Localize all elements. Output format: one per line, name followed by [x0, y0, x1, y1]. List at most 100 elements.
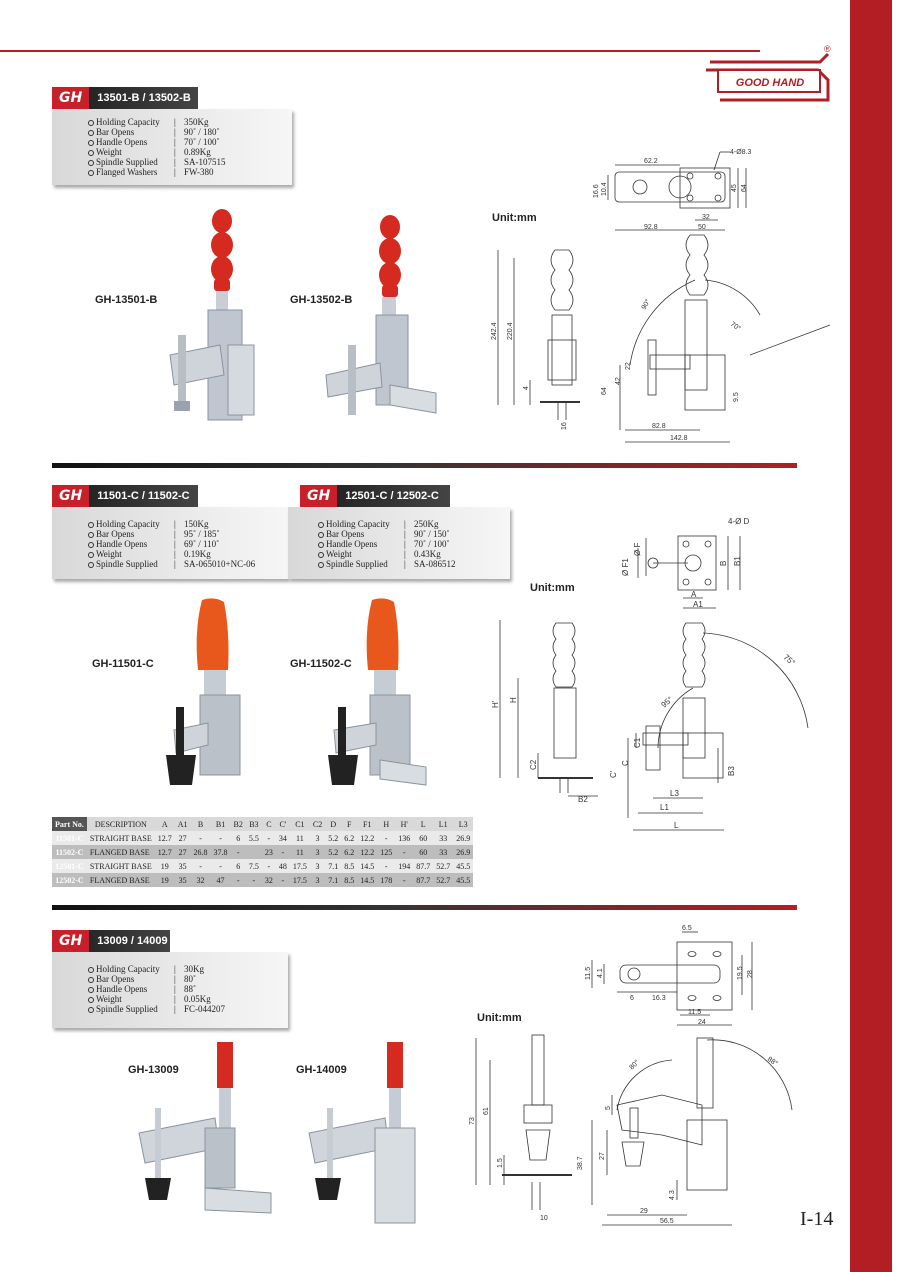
model-label-14009: GH-14009 [296, 1064, 347, 1076]
svg-text:4-Ø8.3: 4-Ø8.3 [730, 149, 752, 156]
svg-text:73: 73 [469, 1117, 476, 1125]
svg-text:42: 42 [615, 377, 622, 385]
unit-label-s2: Unit:mm [530, 582, 575, 594]
svg-text:11.5: 11.5 [585, 967, 592, 980]
svg-text:C1: C1 [633, 737, 642, 748]
svg-text:28: 28 [747, 970, 754, 978]
svg-text:C2: C2 [529, 759, 538, 770]
technical-drawing-s2: 4-Ø D Ø F1 Ø F B B1 A A1 H' H C2 B2 [488, 508, 840, 838]
model-label-13009: GH-13009 [128, 1064, 179, 1076]
section3-title-tab: GH 13009 / 14009 [52, 930, 170, 952]
svg-text:19.5: 19.5 [737, 966, 744, 980]
svg-text:10.4: 10.4 [601, 182, 608, 196]
svg-text:95°: 95° [660, 695, 675, 710]
svg-text:B1: B1 [733, 556, 742, 566]
section2b-specs: Holding Capacity|250Kg Bar Opens|90˚ / 1… [288, 507, 510, 579]
svg-text:L3: L3 [670, 789, 679, 798]
svg-text:64: 64 [741, 184, 748, 192]
svg-text:82.8: 82.8 [652, 423, 666, 430]
svg-text:29: 29 [640, 1208, 648, 1215]
svg-text:16.6: 16.6 [593, 184, 600, 198]
svg-text:H': H' [491, 700, 500, 708]
svg-text:24: 24 [698, 1019, 706, 1026]
section2b-title-tab: GH 12501-C / 12502-C [300, 485, 450, 507]
section2a-title: 11501-C / 11502-C [97, 490, 190, 502]
svg-text:B3: B3 [727, 766, 736, 776]
header-rule [0, 50, 760, 52]
clamp-photo-11501c [160, 595, 260, 805]
section-divider-1 [52, 463, 797, 468]
svg-text:5: 5 [605, 1106, 612, 1110]
gh-logo: GH [300, 485, 338, 507]
section3-title: 13009 / 14009 [97, 935, 168, 947]
svg-text:64: 64 [601, 387, 608, 395]
model-label-11501c: GH-11501-C [92, 658, 154, 670]
svg-text:22: 22 [625, 362, 632, 370]
svg-text:9.5: 9.5 [733, 392, 740, 402]
svg-text:6: 6 [630, 995, 634, 1002]
svg-text:6.5: 6.5 [682, 925, 692, 932]
svg-text:16: 16 [561, 422, 568, 430]
model-label-13501b: GH-13501-B [95, 294, 158, 306]
svg-text:10: 10 [540, 1215, 548, 1222]
svg-text:4.3: 4.3 [669, 1190, 676, 1200]
section2b-title: 12501-C / 12502-C [345, 490, 439, 502]
svg-text:B2: B2 [578, 795, 588, 804]
svg-text:4-Ø D: 4-Ø D [728, 517, 750, 526]
section1-title: 13501-B / 13502-B [97, 92, 191, 104]
svg-text:242.4: 242.4 [491, 322, 498, 340]
page-number: I-14 [800, 1208, 834, 1230]
svg-text:1.5: 1.5 [497, 1158, 504, 1168]
svg-text:Ø F1: Ø F1 [621, 558, 630, 576]
svg-text:75°: 75° [782, 653, 797, 668]
side-color-bar [850, 0, 892, 1272]
model-label-13502b: GH-13502-B [290, 294, 353, 306]
gh-logo: GH [52, 485, 90, 507]
section2a-title-tab: GH 11501-C / 11502-C [52, 485, 198, 507]
svg-text:Ø F: Ø F [633, 543, 642, 556]
svg-text:C': C' [609, 770, 618, 778]
svg-text:92.8: 92.8 [644, 224, 658, 231]
svg-text:90°: 90° [640, 298, 652, 311]
clamp-photo-13009 [135, 1038, 275, 1218]
unit-label-s3: Unit:mm [477, 1012, 522, 1024]
svg-text:88°: 88° [766, 1055, 779, 1068]
clamp-photo-13502b [320, 205, 450, 435]
svg-text:B: B [719, 561, 728, 566]
technical-drawing-s1: 4-Ø8.3 62.2 16.6 10.4 45 64 32 92.8 50 2… [480, 140, 840, 450]
clamp-photo-11502c [320, 595, 430, 805]
gh-logo: GH [52, 87, 90, 109]
svg-text:L1: L1 [660, 803, 669, 812]
svg-text:61: 61 [483, 1107, 490, 1115]
svg-text:®: ® [824, 44, 831, 54]
svg-text:45: 45 [731, 184, 738, 192]
gh-logo: GH [52, 930, 90, 952]
unit-label-s1: Unit:mm [492, 212, 537, 224]
svg-text:56.5: 56.5 [660, 1218, 674, 1225]
section1-title-tab: GH 13501-B / 13502-B [52, 87, 198, 109]
svg-text:GOOD HAND: GOOD HAND [736, 77, 805, 89]
svg-text:4: 4 [523, 386, 530, 390]
svg-text:11.5: 11.5 [688, 1009, 701, 1016]
svg-text:62.2: 62.2 [644, 158, 658, 165]
clamp-photo-14009 [305, 1038, 425, 1228]
svg-text:142.8: 142.8 [670, 435, 688, 442]
svg-text:H: H [509, 697, 518, 703]
svg-text:16.3: 16.3 [652, 995, 666, 1002]
brand-logo: GOOD HAND ® [700, 42, 840, 112]
section-divider-2 [52, 905, 797, 910]
svg-text:220.4: 220.4 [507, 322, 514, 340]
clamp-photo-13501b [150, 205, 280, 435]
svg-text:A: A [691, 590, 697, 599]
section1-specs: Holding Capacity|350Kg Bar Opens|90˚ / 1… [52, 109, 292, 185]
svg-text:L: L [674, 821, 679, 830]
svg-text:4.1: 4.1 [597, 968, 604, 978]
svg-text:38.7: 38.7 [577, 1156, 584, 1170]
section2a-specs: Holding Capacity|150Kg Bar Opens|95˚ / 1… [52, 507, 288, 579]
svg-text:C: C [621, 760, 630, 766]
svg-text:50: 50 [698, 224, 706, 231]
